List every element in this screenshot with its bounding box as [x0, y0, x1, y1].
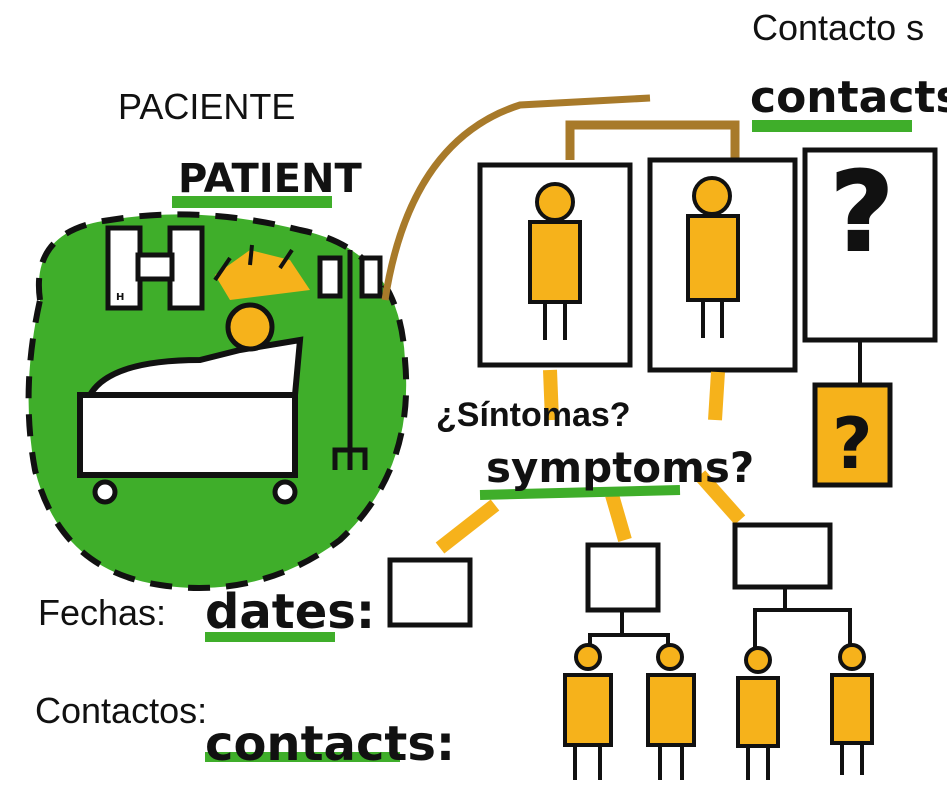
hospital-icon: [105, 225, 205, 311]
patient-area: [25, 211, 410, 591]
handwritten-patient: PATIENT: [178, 156, 362, 202]
contact-card-unknown: ? ?: [802, 147, 938, 488]
handwritten-dates: dates:: [205, 584, 375, 640]
question-mark-icon: ?: [830, 148, 894, 276]
contacts-bracket: [565, 120, 740, 160]
label-dates-es: Fechas:: [38, 592, 167, 633]
iv-stand-icon: [317, 250, 383, 470]
sub-contact-figures: [563, 643, 874, 780]
patient-contact-connector: [381, 94, 651, 301]
date-box-3: [732, 522, 833, 590]
label-contacts-list-es: Contactos:: [35, 690, 208, 731]
handwritten-symptoms: symptoms?: [486, 443, 754, 492]
date-box-2: [585, 542, 661, 613]
hospital-bed-icon: [77, 302, 304, 505]
contact-card-1: [477, 162, 633, 368]
handwritten-contacts: contacts: [750, 72, 947, 123]
handwritten-contacts-list: contacts:: [205, 716, 455, 772]
label-contacts-es: Contacto s: [752, 7, 925, 48]
contact-card-2: [647, 157, 798, 373]
question-mark-small-icon: ?: [832, 403, 873, 485]
label-symptoms-es: ¿Síntomas?: [436, 396, 631, 434]
hospital-letter: H: [116, 292, 124, 303]
date-box-1: [387, 557, 473, 628]
label-patient-es: PACIENTE: [118, 86, 296, 127]
